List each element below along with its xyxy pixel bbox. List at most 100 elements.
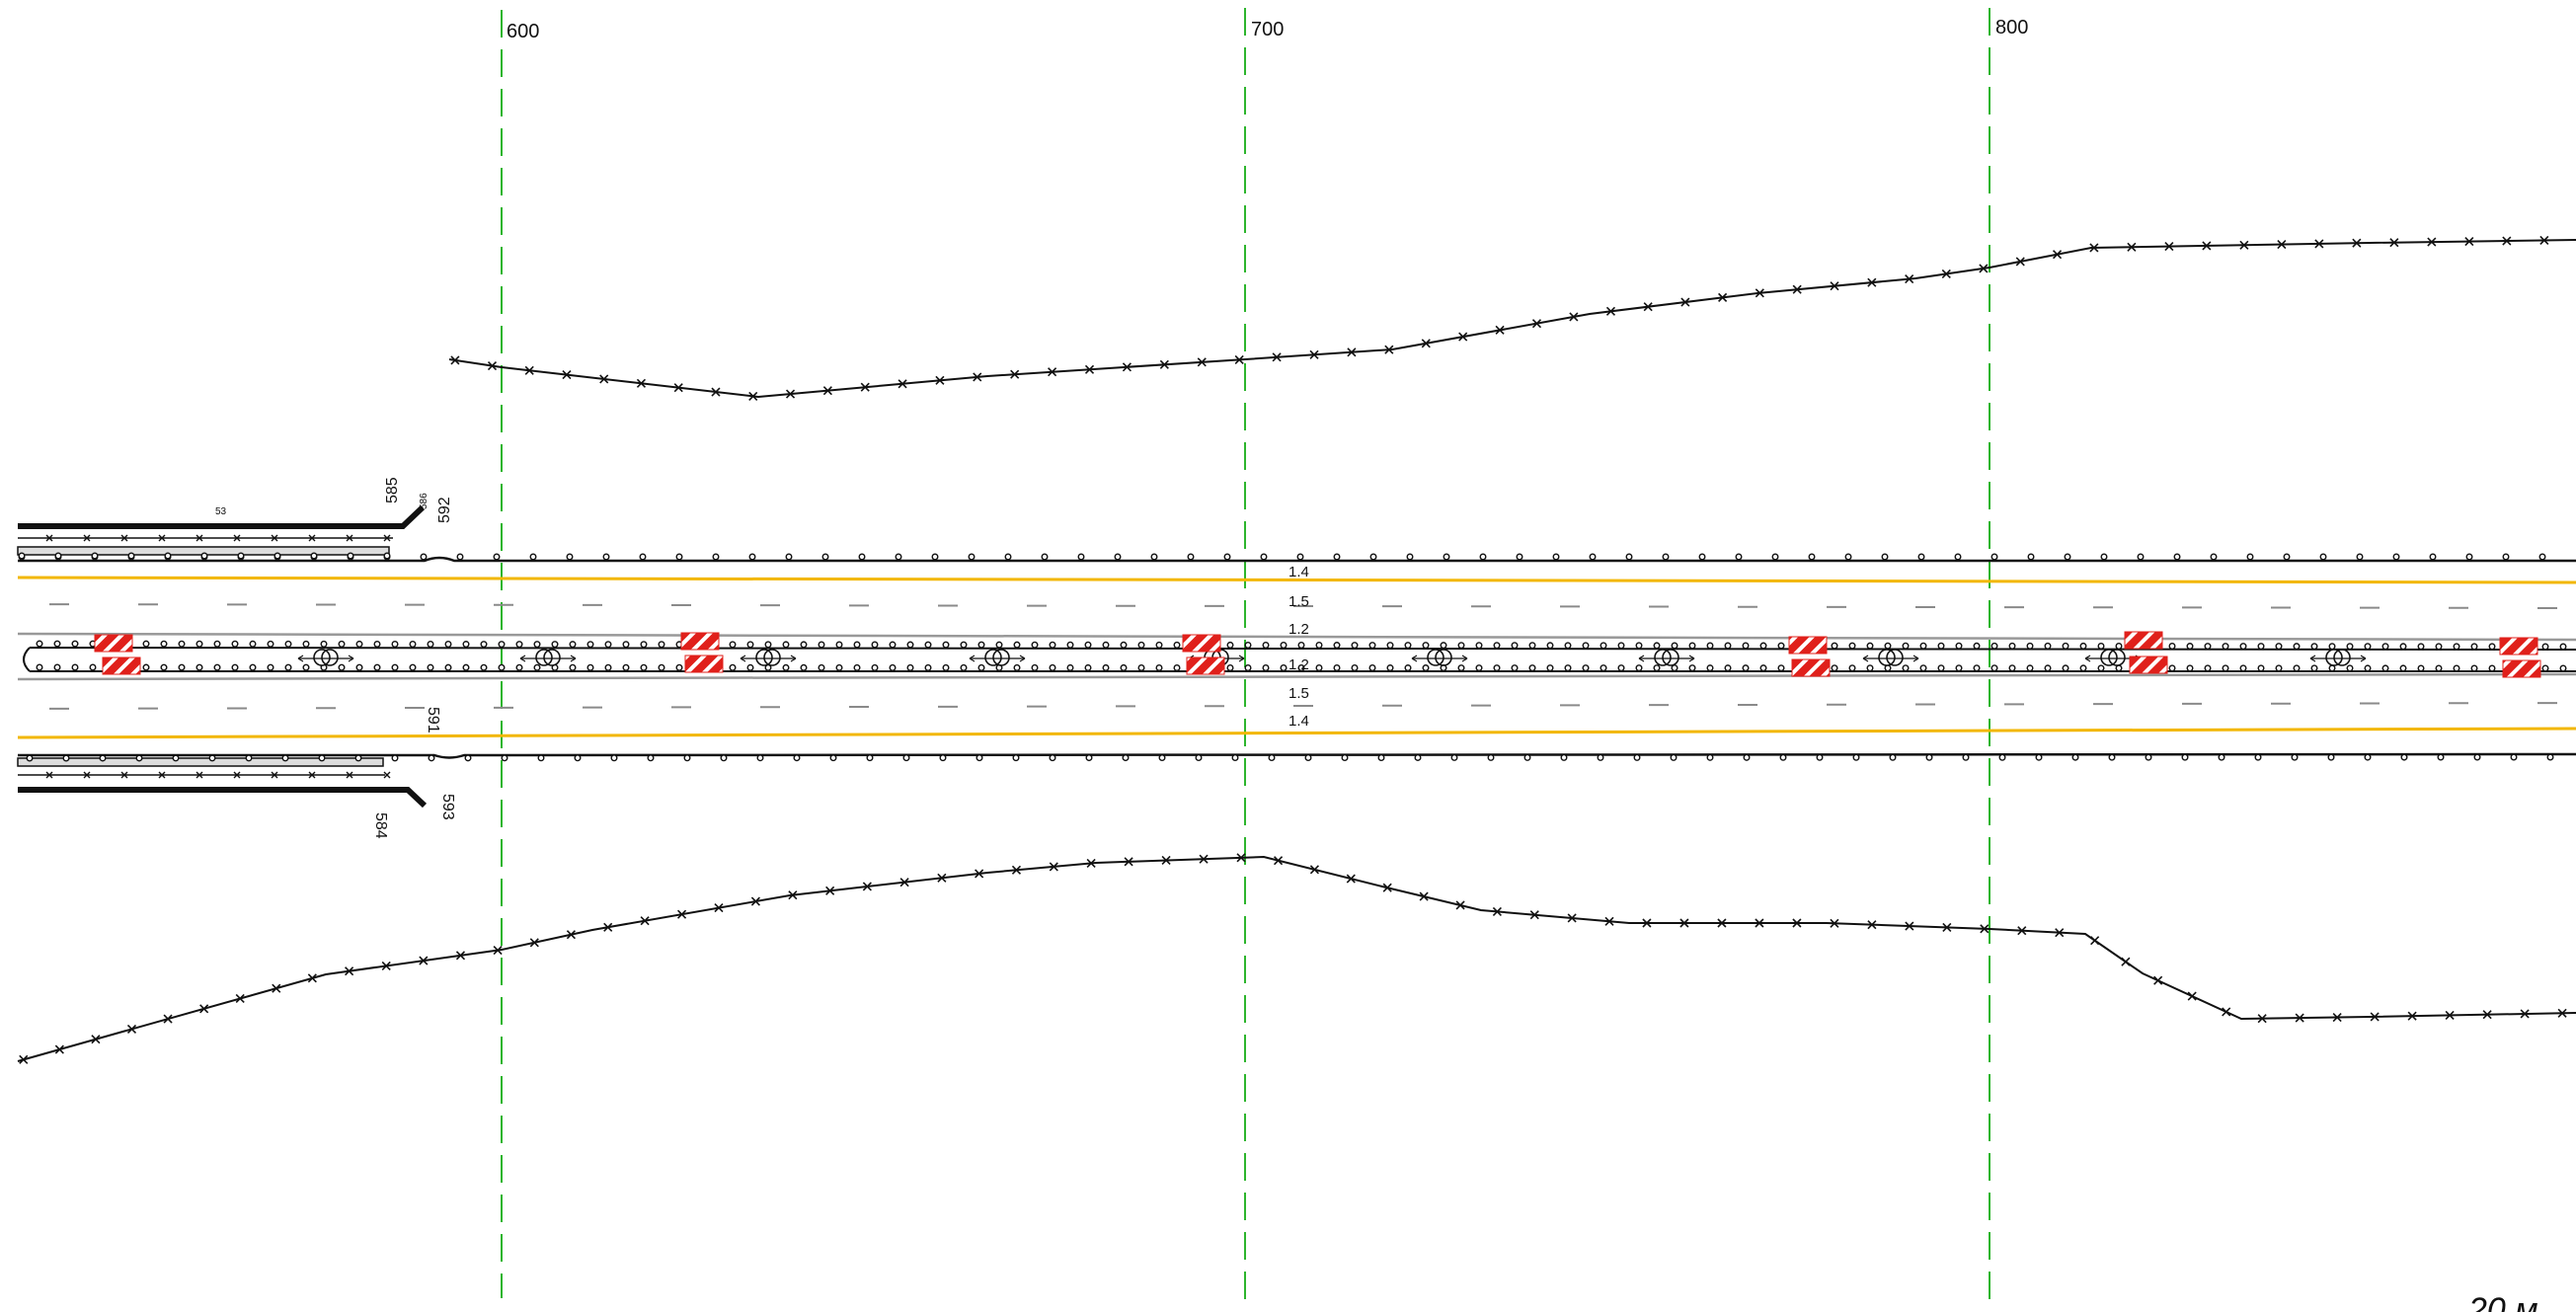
delineator-post [746,663,754,671]
delineator-post [409,640,417,648]
delineator-post [427,641,434,649]
fence-cross-mark [2557,1008,2567,1018]
delineator-post [284,663,292,671]
delineator-post [683,754,691,762]
fence-cross-mark [1199,854,1209,864]
delineator-post [2473,753,2481,761]
fence-cross-mark [599,374,609,384]
delineator-post [1546,642,1554,650]
delineator-post [2541,643,2549,651]
delineator-post [1848,664,1856,672]
delineator-post [960,663,968,671]
delineator-post [2246,553,2254,561]
fence-cross-mark [1161,855,1171,866]
bottom-fence-line [17,855,2576,1062]
delineator-post [569,663,577,671]
delineator-post [373,663,381,671]
fence-cross-mark [2202,241,2212,251]
delineator-post [1049,641,1056,649]
barrier-terminal [1182,634,1221,653]
delineator-post [1487,753,1495,761]
delineator-post [2283,553,2291,561]
delineator-post [2257,664,2265,672]
delineator-post [829,754,837,762]
delineator-post [1600,642,1607,650]
delineator-post [1511,664,1519,672]
light-pole [2309,649,2367,666]
delineator-post [2488,643,2496,651]
fence-cross-mark [1980,924,1990,934]
delineator-post [622,641,630,649]
delineator-post [2115,664,2123,672]
delineator-post [1560,753,1568,761]
delineator-post [1688,642,1696,650]
delineator-post [2417,664,2425,672]
delineator-post [1973,664,1981,672]
fence-cross-mark [2222,1007,2231,1017]
delineator-post [2559,664,2567,672]
delineator-post [610,754,618,762]
structure-rail-mark [233,771,241,779]
light-pole [969,649,1026,666]
delineator-post [1816,753,1824,761]
delineator-post [2453,664,2460,672]
light-pole [740,649,797,666]
delineator-post [712,553,720,561]
lane-width-top-shoulder: 1.4 [1288,564,1309,580]
delineator-post [785,553,793,561]
delineator-post [1260,553,1268,561]
fence-cross-mark [1086,858,1096,869]
delineator-post [1440,642,1447,650]
fence-cross-mark [1905,921,1914,931]
structure-rail-mark [383,534,391,542]
delineator-post [1475,642,1483,650]
delineator-post [1351,642,1359,650]
fence-cross-marks [19,235,2567,1064]
fence-cross-mark [1274,856,1284,866]
delineator-post [462,641,470,649]
delineator-post [1688,664,1696,672]
delineator-post [142,663,150,671]
delineator-post [1546,664,1554,672]
delineator-post [1528,664,1536,672]
fence-cross-mark [1234,354,1244,364]
fence-cross-mark [1643,302,1653,312]
delineator-post [355,640,363,648]
delineator-post [604,663,612,671]
delineator-post [853,663,861,671]
fence-cross-mark [1010,369,1020,379]
delineator-post [1120,663,1128,671]
delineator-post [53,663,61,671]
delineator-post [1633,753,1641,761]
delineator-post [1077,553,1085,561]
fence-cross-mark [1309,865,1319,875]
delineator-post [675,663,683,671]
delineator-post [2044,664,2052,672]
fence-cross-mark [1159,359,1169,369]
delineator-post [462,663,470,671]
fence-cross-mark [2352,238,2362,248]
delineator-post [249,640,257,648]
delineator-post [2437,753,2445,761]
delineator-post [1881,553,1889,561]
fence-cross-mark [1830,281,1839,291]
fence-cross-mark [126,1024,137,1034]
delineator-post [1635,664,1643,672]
delineator-post [1226,641,1234,649]
delineator-post [1031,641,1039,649]
delineator-post [2364,643,2372,651]
delineator-post [1597,753,1604,761]
barrier-terminal [1791,658,1831,677]
delineator-post [498,641,506,649]
fence-cross-mark [1941,269,1951,278]
delineator-post [1137,641,1145,649]
delineator-post [748,553,756,561]
delineator-post [2218,753,2225,761]
fence-cross-mark [603,922,613,932]
delineator-post [2173,553,2181,561]
fence-cross-mark [272,983,281,993]
delineator-post [586,641,594,649]
delineator-post [373,640,381,648]
delineator-post [942,641,950,649]
delineator-post [318,754,326,762]
